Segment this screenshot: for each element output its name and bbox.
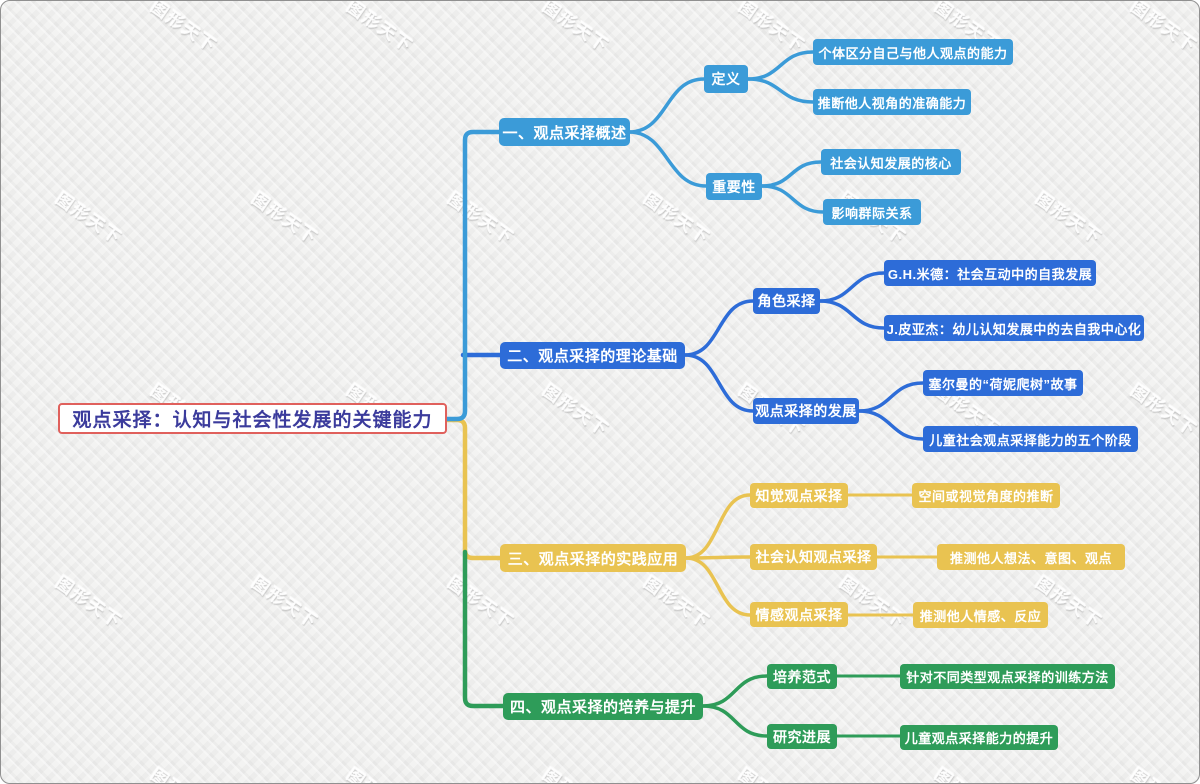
node-training-paradigm[interactable]: 培养范式 [767, 664, 837, 689]
node-theory[interactable]: 二、观点采择的理论基础 [500, 342, 685, 369]
node-definition[interactable]: 定义 [704, 65, 748, 93]
leaf-five-stages[interactable]: 儿童社会观点采择能力的五个阶段 [923, 426, 1138, 452]
node-cultivation[interactable]: 四、观点采择的培养与提升 [503, 693, 703, 720]
leaf-mead[interactable]: G.H.米德：社会互动中的自我发展 [884, 260, 1096, 286]
leaf-spatial-inference[interactable]: 空间或视觉角度的推断 [912, 483, 1060, 508]
leaf-infer-accuracy[interactable]: 推断他人视角的准确能力 [813, 89, 971, 115]
node-development[interactable]: 观点采择的发展 [753, 398, 859, 424]
leaf-intergroup-relations[interactable]: 影响群际关系 [823, 199, 921, 225]
leaf-distinguish-ability[interactable]: 个体区分自己与他人观点的能力 [813, 39, 1013, 65]
connector-trunk-branch1 [444, 129, 502, 422]
connector-group-branch4 [701, 674, 902, 738]
node-affective[interactable]: 情感观点采择 [750, 602, 848, 627]
node-research-progress[interactable]: 研究进展 [767, 724, 837, 749]
leaf-piaget[interactable]: J.皮亚杰：幼儿认知发展中的去自我中心化 [884, 315, 1144, 341]
node-social-cognitive[interactable]: 社会认知观点采择 [750, 544, 877, 570]
leaf-selman-story[interactable]: 塞尔曼的“荷妮爬树”故事 [923, 370, 1083, 396]
leaf-children-improvement[interactable]: 儿童观点采择能力的提升 [900, 725, 1058, 750]
leaf-infer-thoughts[interactable]: 推测他人想法、意图、观点 [937, 544, 1125, 570]
node-practice[interactable]: 三、观点采择的实践应用 [500, 544, 686, 572]
node-importance[interactable]: 重要性 [706, 173, 762, 200]
connector-trunk-branch3 [444, 417, 503, 561]
node-overview[interactable]: 一、观点采择概述 [499, 118, 630, 146]
connector-group-branch1 [627, 50, 825, 214]
leaf-social-cognition-core[interactable]: 社会认知发展的核心 [821, 149, 961, 175]
node-root[interactable]: 观点采择：认知与社会性发展的关键能力 [58, 403, 447, 434]
node-perceptual[interactable]: 知觉观点采择 [750, 483, 848, 508]
node-role-taking[interactable]: 角色采择 [753, 288, 820, 314]
connector-group-branch2 [683, 271, 925, 441]
leaf-infer-emotions[interactable]: 推测他人情感、反应 [913, 602, 1048, 628]
connector-trunk-branch4 [462, 549, 506, 709]
leaf-training-methods[interactable]: 针对不同类型观点采择的训练方法 [900, 664, 1115, 689]
connector-group-branch3 [684, 493, 939, 617]
